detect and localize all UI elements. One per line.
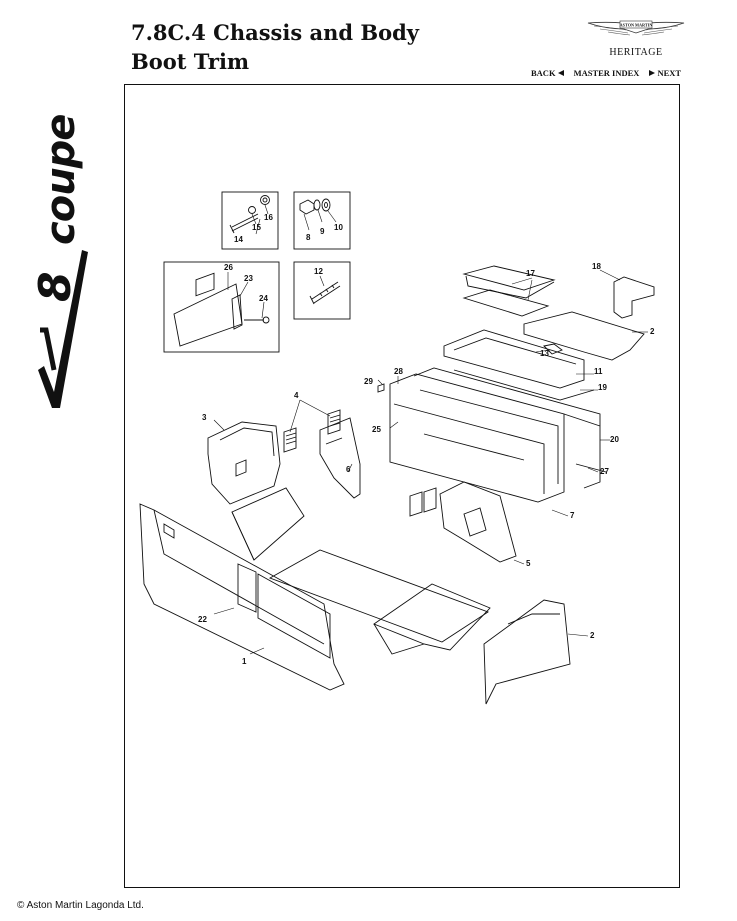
page-navigation: BACK MASTER INDEX NEXT	[531, 68, 681, 78]
next-arrow-icon	[649, 70, 656, 76]
callout-label: 14	[234, 235, 243, 244]
callout-label: 15	[252, 223, 261, 232]
callout-label: 29	[364, 377, 373, 386]
callout-label: 3	[202, 413, 207, 422]
callout-label: 2	[590, 631, 595, 640]
svg-text:8: 8	[30, 271, 81, 302]
heritage-label: HERITAGE	[609, 47, 663, 58]
callout-label: 7	[570, 511, 575, 520]
callout-label: 4	[294, 391, 299, 400]
callout-label: 8	[306, 233, 311, 242]
fastener-box-15-17	[221, 191, 279, 250]
aston-martin-wings-logo: ASTON MARTIN	[587, 20, 685, 36]
v8-coupe-logo: 8 coupe	[30, 115, 88, 408]
callout-label: 24	[259, 294, 268, 303]
callout-label: 16	[264, 213, 273, 222]
callout-label: 13	[540, 349, 549, 358]
bracket-box-24-28	[163, 261, 280, 353]
fastener-box-9-11	[293, 191, 351, 250]
screw-box-13	[293, 261, 351, 320]
copyright-notice: © Aston Martin Lagonda Ltd.	[17, 900, 144, 911]
callout-label: 10	[334, 223, 343, 232]
callout-label: 12	[314, 267, 323, 276]
back-link[interactable]: BACK	[531, 68, 564, 78]
callout-label: 17	[526, 269, 535, 278]
brand-wordmark: ASTON MARTIN	[620, 23, 653, 28]
svg-text:coupe: coupe	[38, 115, 84, 245]
callout-label: 22	[198, 615, 207, 624]
callout-label: 11	[594, 367, 603, 376]
boot-trim-exploded-diagram: 14 15 16 8 9 10 12 26 23 24 17 18 2 13 1…	[139, 191, 655, 705]
callout-label: 18	[592, 262, 601, 271]
callout-label: 25	[372, 425, 381, 434]
title-line-2: Boot Trim	[131, 49, 250, 74]
back-label: BACK	[531, 68, 556, 78]
callout-label: 23	[244, 274, 253, 283]
next-label: NEXT	[657, 68, 682, 78]
callout-label: 6	[346, 465, 351, 474]
logo-word: coupe	[38, 115, 84, 245]
logo-v-stroke	[40, 327, 57, 371]
next-link[interactable]: NEXT	[649, 68, 681, 78]
master-index-label: MASTER INDEX	[573, 68, 640, 78]
callout-label: 26	[224, 263, 233, 272]
callout-label: 1	[242, 657, 247, 666]
callout-label: 9	[320, 227, 325, 236]
callout-label: 20	[610, 435, 619, 444]
callout-label: 28	[394, 367, 403, 376]
callout-label: 19	[598, 383, 607, 392]
page-title: 7.8C.4 Chassis and Body Boot Trim	[131, 18, 419, 76]
logo-eight: 8	[30, 271, 81, 302]
callout-label: 27	[600, 467, 609, 476]
clip-cluster-4	[283, 409, 341, 453]
callout-label: 5	[526, 559, 531, 568]
callout-labels: 14 15 16 8 9 10 12 26 23 24 17 18 2 13 1…	[198, 213, 655, 666]
logo-v-shape	[38, 250, 88, 408]
diagram-frame	[124, 84, 680, 888]
back-arrow-icon	[557, 70, 564, 76]
title-line-1: 7.8C.4 Chassis and Body	[131, 20, 419, 45]
callout-label: 2	[650, 327, 655, 336]
master-index-link[interactable]: MASTER INDEX	[574, 68, 640, 78]
